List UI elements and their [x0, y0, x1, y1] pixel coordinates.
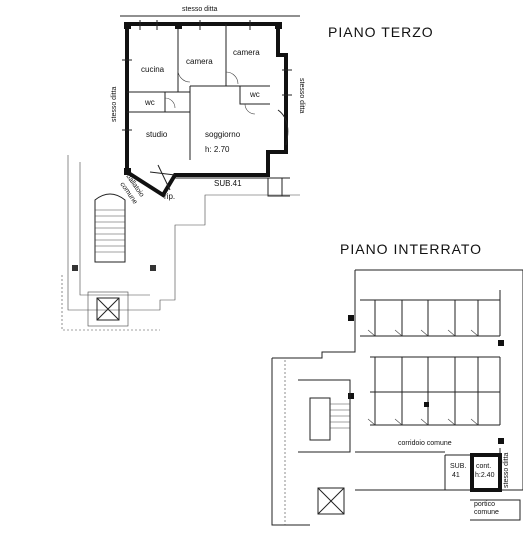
cellar-dividers-row-2 [374, 357, 501, 425]
neighbor-left-label: stesso ditta [111, 86, 118, 122]
door-swing [177, 69, 191, 83]
basement-outer-left [272, 270, 356, 359]
portico-label-2: comune [474, 509, 499, 516]
basement-neighbor-label: stesso ditta [503, 452, 510, 488]
cont-storage-thick [470, 453, 502, 492]
neighbor-right-label: stesso ditta [298, 78, 305, 114]
room-studio: studio [146, 130, 168, 139]
window-marks-left [122, 59, 132, 131]
cellar-dividers-row-1 [374, 290, 501, 336]
column [150, 265, 156, 271]
upper-floor-plan: stesso ditta stesso ditta stesso ditta c… [61, 6, 305, 331]
room-height: h: 2.70 [205, 145, 230, 154]
stair-treads [95, 209, 125, 253]
basement-elevator-shaft [317, 487, 345, 515]
room-camera-2: camera [233, 48, 260, 57]
window-marks-right [282, 69, 292, 96]
portico-outline [470, 499, 521, 521]
neighbor-top-label: stesso ditta [182, 6, 218, 13]
basement-cont-label-1: cont. [476, 463, 491, 470]
common-area-outline [67, 155, 300, 311]
basement-cont-label-2: h:2.40 [475, 472, 495, 479]
column [498, 340, 504, 346]
common-area-inner [79, 162, 150, 296]
room-sub41: SUB.41 [214, 179, 242, 188]
basement-corridor-label: corridoio comune [398, 440, 452, 447]
room-wc-1: wc [144, 98, 155, 107]
door-swing [244, 103, 256, 115]
column [72, 265, 78, 271]
column [175, 22, 182, 29]
basement-title: PIANO INTERRATO [340, 241, 482, 257]
wall-wc2 [239, 86, 270, 105]
column [124, 22, 131, 29]
room-camera-1: camera [186, 57, 213, 66]
column [424, 402, 429, 407]
column [124, 168, 131, 175]
upper-floor-title: PIANO TERZO [328, 24, 434, 40]
room-wc-2: wc [249, 90, 260, 99]
elevator-shaft [96, 297, 120, 321]
basement-plan: corridoio comune SUB. 41 cont. h:2.40 st… [271, 269, 523, 526]
landing-dashed [61, 275, 160, 331]
basement-elevator-cross [317, 487, 345, 515]
column [275, 22, 282, 29]
basement-outer-top [355, 269, 523, 490]
basement-sub-label-1: SUB. [450, 463, 466, 470]
column [498, 438, 504, 444]
stair-outline [94, 193, 126, 263]
door-swing [164, 97, 176, 109]
room-soggiorno: soggiorno [205, 130, 241, 139]
room-cucina: cucina [141, 65, 165, 74]
cellar-doors-row-2 [367, 418, 479, 426]
window-marks-top [139, 20, 251, 30]
cellar-doors-row-1 [367, 329, 479, 337]
sub41-annex [175, 177, 290, 197]
room-rip: rip. [164, 192, 175, 201]
column [348, 315, 354, 321]
balcony-arc [277, 109, 289, 146]
upper-outer-walls [125, 22, 288, 198]
elevator-frame [87, 291, 129, 327]
wall-rip-side [157, 164, 171, 191]
basement-sub-label-2: 41 [452, 472, 460, 479]
basement-stair-treads [330, 403, 350, 429]
column [348, 393, 354, 399]
portico-label-1: portico [474, 501, 495, 508]
door-swing [225, 71, 239, 85]
basement-outer-far-left [271, 358, 310, 526]
basement-stair [309, 397, 331, 441]
elevator-cross [96, 297, 120, 321]
